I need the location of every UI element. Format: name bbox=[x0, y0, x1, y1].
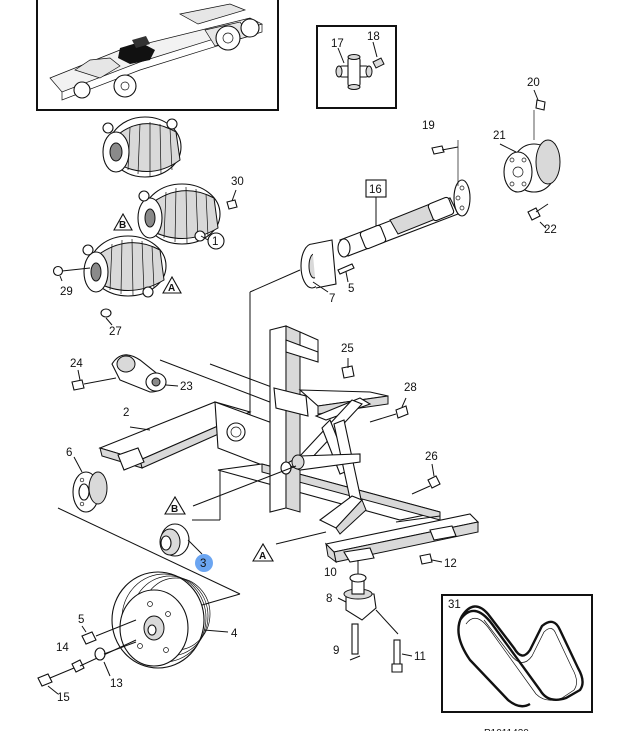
nut-12 bbox=[419, 553, 443, 565]
nut-25 bbox=[341, 358, 355, 379]
highlight-marker-3 bbox=[195, 554, 213, 572]
label-2: 2 bbox=[123, 407, 129, 419]
nut-29 bbox=[52, 265, 91, 282]
label-10: 10 bbox=[324, 567, 337, 579]
label-12: 12 bbox=[444, 558, 457, 570]
bolt-9 bbox=[349, 623, 361, 661]
bolt-28 bbox=[369, 397, 409, 423]
propeller-shaft bbox=[337, 179, 471, 258]
nut-20 bbox=[533, 89, 546, 140]
label-31: 31 bbox=[448, 599, 461, 611]
bracket-frame-2 bbox=[98, 325, 441, 535]
belt-inset-31 bbox=[441, 594, 593, 713]
bolt-30 bbox=[226, 189, 238, 210]
label-13: 13 bbox=[110, 678, 123, 690]
callout-triangle-B1 bbox=[113, 212, 133, 231]
label-18: 18 bbox=[367, 31, 380, 43]
label-A-low: A bbox=[259, 551, 266, 562]
label-27: 27 bbox=[109, 326, 122, 338]
label-26: 26 bbox=[425, 451, 438, 463]
figure-id: P1011420 bbox=[484, 728, 529, 731]
crankshaft-pulley-4 bbox=[111, 571, 229, 669]
companion-flange-21 bbox=[499, 139, 561, 193]
callout-triangle-A1 bbox=[162, 275, 182, 294]
label-B-low: B bbox=[171, 504, 178, 515]
chassis-overview-inset bbox=[36, 0, 279, 111]
label-7: 7 bbox=[329, 293, 335, 305]
label-14: 14 bbox=[56, 642, 69, 654]
alternator-middle bbox=[137, 183, 221, 245]
label-5-pulley: 5 bbox=[78, 614, 84, 626]
damper-8 bbox=[337, 560, 377, 621]
label-28: 28 bbox=[404, 382, 417, 394]
label-22: 22 bbox=[544, 224, 557, 236]
label-3: 3 bbox=[200, 558, 206, 570]
label-11: 11 bbox=[414, 651, 426, 663]
label-29: 29 bbox=[60, 286, 73, 298]
label-1: 1 bbox=[212, 236, 218, 248]
universal-joint-inset bbox=[316, 25, 397, 109]
label-20: 20 bbox=[527, 77, 540, 89]
bolt-19 bbox=[431, 140, 459, 186]
callout-triangle-A2 bbox=[252, 542, 274, 562]
label-5-shaft: 5 bbox=[348, 283, 354, 295]
label-15: 15 bbox=[57, 692, 70, 704]
callout-triangle-B2 bbox=[164, 495, 186, 515]
label-19: 19 bbox=[422, 120, 435, 132]
part-labels: 17 18 20 19 21 30 16 22 B 1 A 29 7 5 27 … bbox=[56, 31, 557, 731]
label-17: 17 bbox=[331, 38, 344, 50]
label-B-top: B bbox=[119, 220, 126, 231]
label-4: 4 bbox=[231, 628, 238, 640]
bolts-5-14-pulley bbox=[71, 619, 137, 677]
callout-circle-1 bbox=[207, 232, 225, 250]
label-9: 9 bbox=[333, 645, 339, 657]
label-16: 16 bbox=[369, 184, 382, 196]
label-23: 23 bbox=[180, 381, 193, 393]
bolt-22 bbox=[527, 203, 549, 229]
alternator-bottom bbox=[82, 235, 167, 298]
tensioner-23 bbox=[111, 354, 179, 393]
label-25: 25 bbox=[341, 343, 354, 355]
bolt-26 bbox=[411, 463, 441, 495]
label-6: 6 bbox=[66, 447, 72, 459]
bolt-24 bbox=[71, 369, 117, 391]
alternator-top bbox=[102, 116, 182, 178]
flange-6 bbox=[72, 456, 108, 513]
idler-pulley-3 bbox=[159, 523, 203, 557]
lower-bracket bbox=[324, 513, 480, 564]
flange-7 bbox=[300, 239, 337, 293]
bolt-11 bbox=[375, 609, 413, 673]
bolt-5-shaft bbox=[337, 263, 355, 283]
label-8: 8 bbox=[326, 593, 332, 605]
washer-27 bbox=[100, 308, 113, 326]
label-30: 30 bbox=[231, 176, 244, 188]
bolt-15 bbox=[37, 667, 75, 695]
label-24: 24 bbox=[70, 358, 83, 370]
label-A-top: A bbox=[168, 283, 175, 294]
label-21: 21 bbox=[493, 130, 506, 142]
